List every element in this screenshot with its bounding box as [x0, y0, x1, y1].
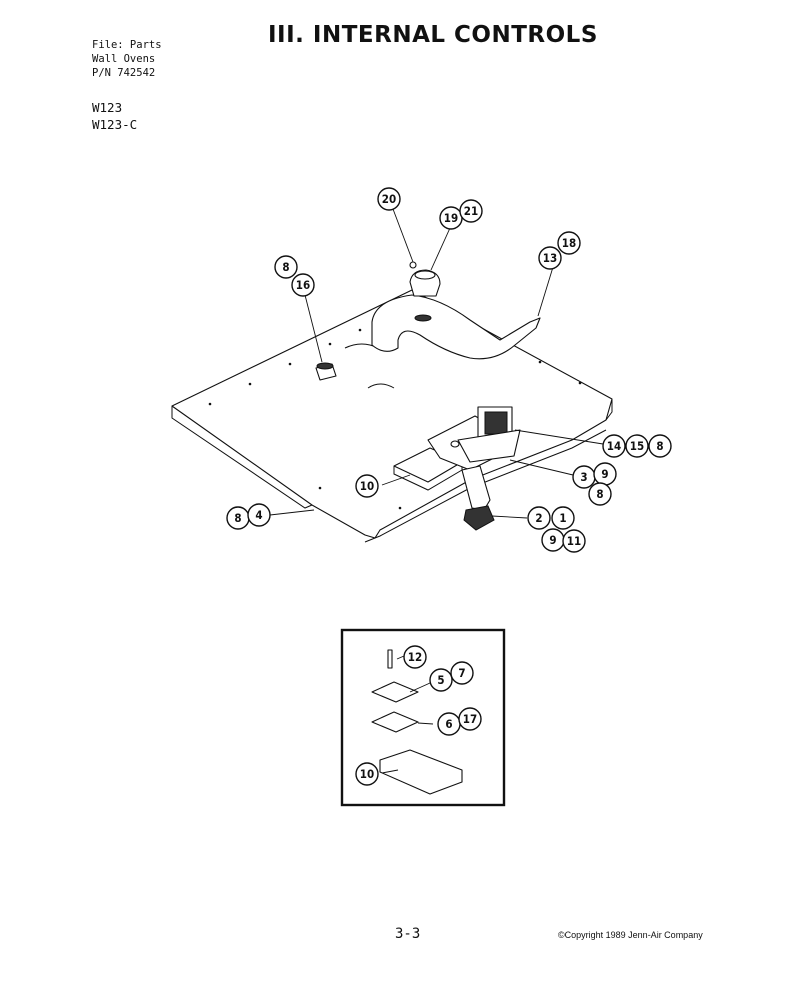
svg-text:9: 9 [549, 533, 556, 547]
callout-7: 7 [450, 661, 474, 685]
callout-19: 19 [439, 206, 463, 230]
callout-12: 12 [403, 645, 427, 669]
callout-9: 9 [593, 462, 617, 486]
svg-text:8: 8 [234, 511, 241, 525]
callout-8: 8 [588, 482, 612, 506]
page-title: III. INTERNAL CONTROLS [268, 22, 598, 48]
callout-1: 1 [551, 506, 575, 530]
svg-text:10: 10 [360, 479, 374, 493]
svg-text:8: 8 [656, 439, 663, 453]
model-number: W123-C [92, 117, 138, 132]
callout-10: 10 [355, 762, 379, 786]
leader-lines [269, 208, 604, 774]
callout-13: 13 [538, 246, 562, 270]
callout-4: 4 [247, 503, 271, 527]
page-number: 3-3 [395, 926, 421, 942]
svg-text:5: 5 [437, 673, 444, 687]
svg-text:10: 10 [360, 767, 374, 781]
svg-text:18: 18 [562, 236, 576, 250]
callout-14: 14 [602, 434, 626, 458]
callout-10: 10 [355, 474, 379, 498]
callout-20: 20 [377, 187, 401, 211]
callout-2: 2 [527, 506, 551, 530]
control-assembly [393, 406, 521, 531]
callout-18: 18 [557, 231, 581, 255]
callout-8: 8 [274, 255, 298, 279]
model-numbers: W123 W123-C [92, 99, 137, 133]
callout-17: 17 [458, 707, 482, 731]
svg-text:9: 9 [601, 467, 608, 481]
thermostat-top [409, 261, 441, 297]
svg-text:14: 14 [607, 439, 621, 453]
file-line: File: Parts [92, 39, 162, 51]
svg-text:3: 3 [580, 470, 587, 484]
svg-text:4: 4 [255, 508, 262, 522]
callout-21: 21 [459, 199, 483, 223]
svg-text:21: 21 [464, 204, 478, 218]
callout-8: 8 [648, 434, 672, 458]
svg-text:6: 6 [445, 717, 452, 731]
svg-text:7: 7 [458, 666, 465, 680]
svg-text:16: 16 [296, 278, 310, 292]
callouts: 20 19 21 18 13 8 16 14 15 8 3 9 8 10 8 4… [226, 187, 672, 786]
svg-text:8: 8 [596, 487, 603, 501]
callout-3: 3 [572, 465, 596, 489]
svg-text:11: 11 [567, 534, 581, 548]
file-line: P/N 742542 [92, 67, 156, 79]
inset-box [340, 628, 506, 807]
callout-5: 5 [429, 668, 453, 692]
copyright-notice: ©Copyright 1989 Jenn-Air Company [558, 930, 703, 940]
file-line: Wall Ovens [92, 53, 156, 65]
svg-text:19: 19 [444, 211, 458, 225]
callout-11: 11 [562, 529, 586, 553]
svg-text:13: 13 [543, 251, 557, 265]
svg-text:1: 1 [559, 511, 566, 525]
svg-text:2: 2 [535, 511, 542, 525]
file-info: File: Parts Wall Ovens P/N 742542 [92, 38, 162, 80]
svg-text:12: 12 [408, 650, 422, 664]
svg-text:15: 15 [630, 439, 644, 453]
svg-text:20: 20 [382, 192, 396, 206]
callout-15: 15 [625, 434, 649, 458]
callout-8: 8 [226, 506, 250, 530]
small-switch [315, 362, 337, 381]
callout-9: 9 [541, 528, 565, 552]
vent-duct [371, 294, 541, 360]
model-number: W123 [92, 100, 123, 115]
svg-text:17: 17 [463, 712, 477, 726]
callout-6: 6 [437, 712, 461, 736]
callout-16: 16 [291, 273, 315, 297]
svg-text:8: 8 [282, 260, 289, 274]
